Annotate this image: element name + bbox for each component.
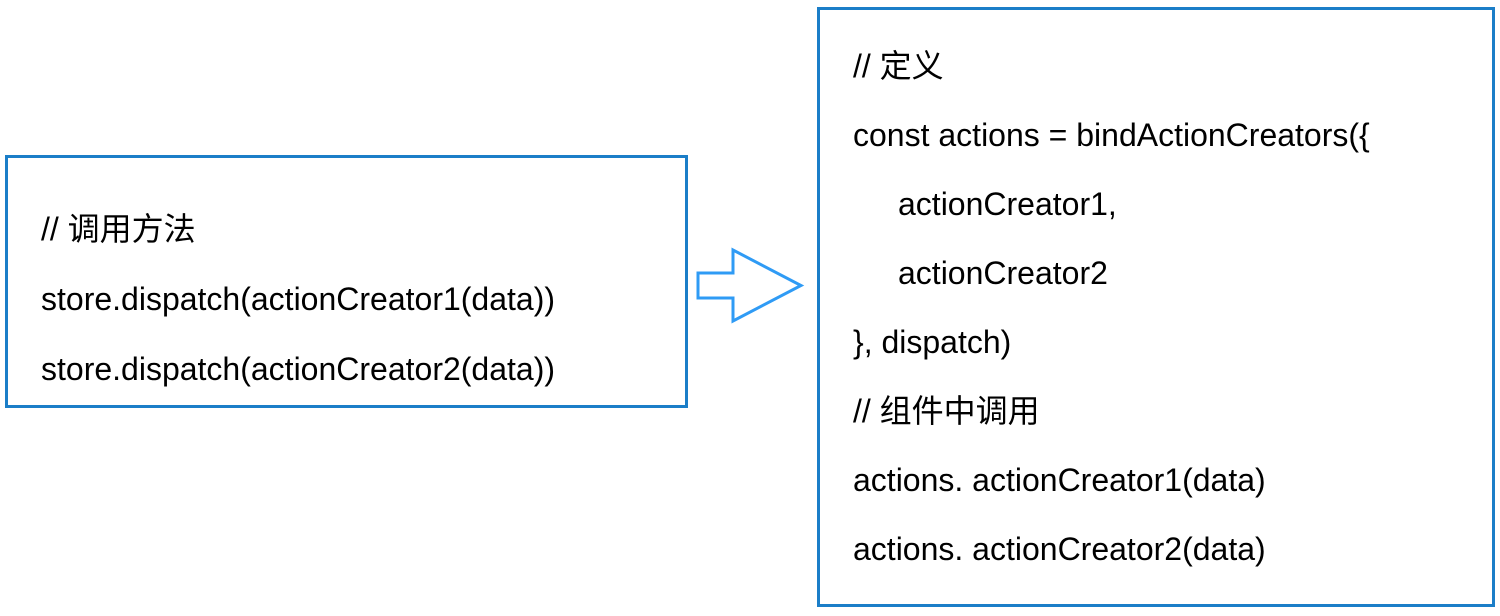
code-line: const actions = bindActionCreators({: [853, 117, 1370, 153]
code-line: actions. actionCreator2(data): [853, 531, 1266, 567]
code-line: store.dispatch(actionCreator2(data)): [41, 351, 556, 387]
code-line: actions. actionCreator1(data): [853, 462, 1266, 498]
code-comment-line: // 组件中调用: [853, 393, 1040, 429]
code-line: actionCreator1,: [898, 186, 1117, 222]
left-code-box: // 调用方法 store.dispatch(actionCreator1(da…: [5, 155, 688, 408]
right-arrow-icon: [696, 247, 805, 324]
code-line: }, dispatch): [853, 324, 1012, 360]
code-comment-line: // 调用方法: [41, 211, 196, 247]
code-comment-line: // 定义: [853, 48, 944, 84]
right-code-box: // 定义 const actions = bindActionCreators…: [817, 7, 1495, 607]
code-line: store.dispatch(actionCreator1(data)): [41, 281, 556, 317]
code-line: actionCreator2: [898, 255, 1108, 291]
